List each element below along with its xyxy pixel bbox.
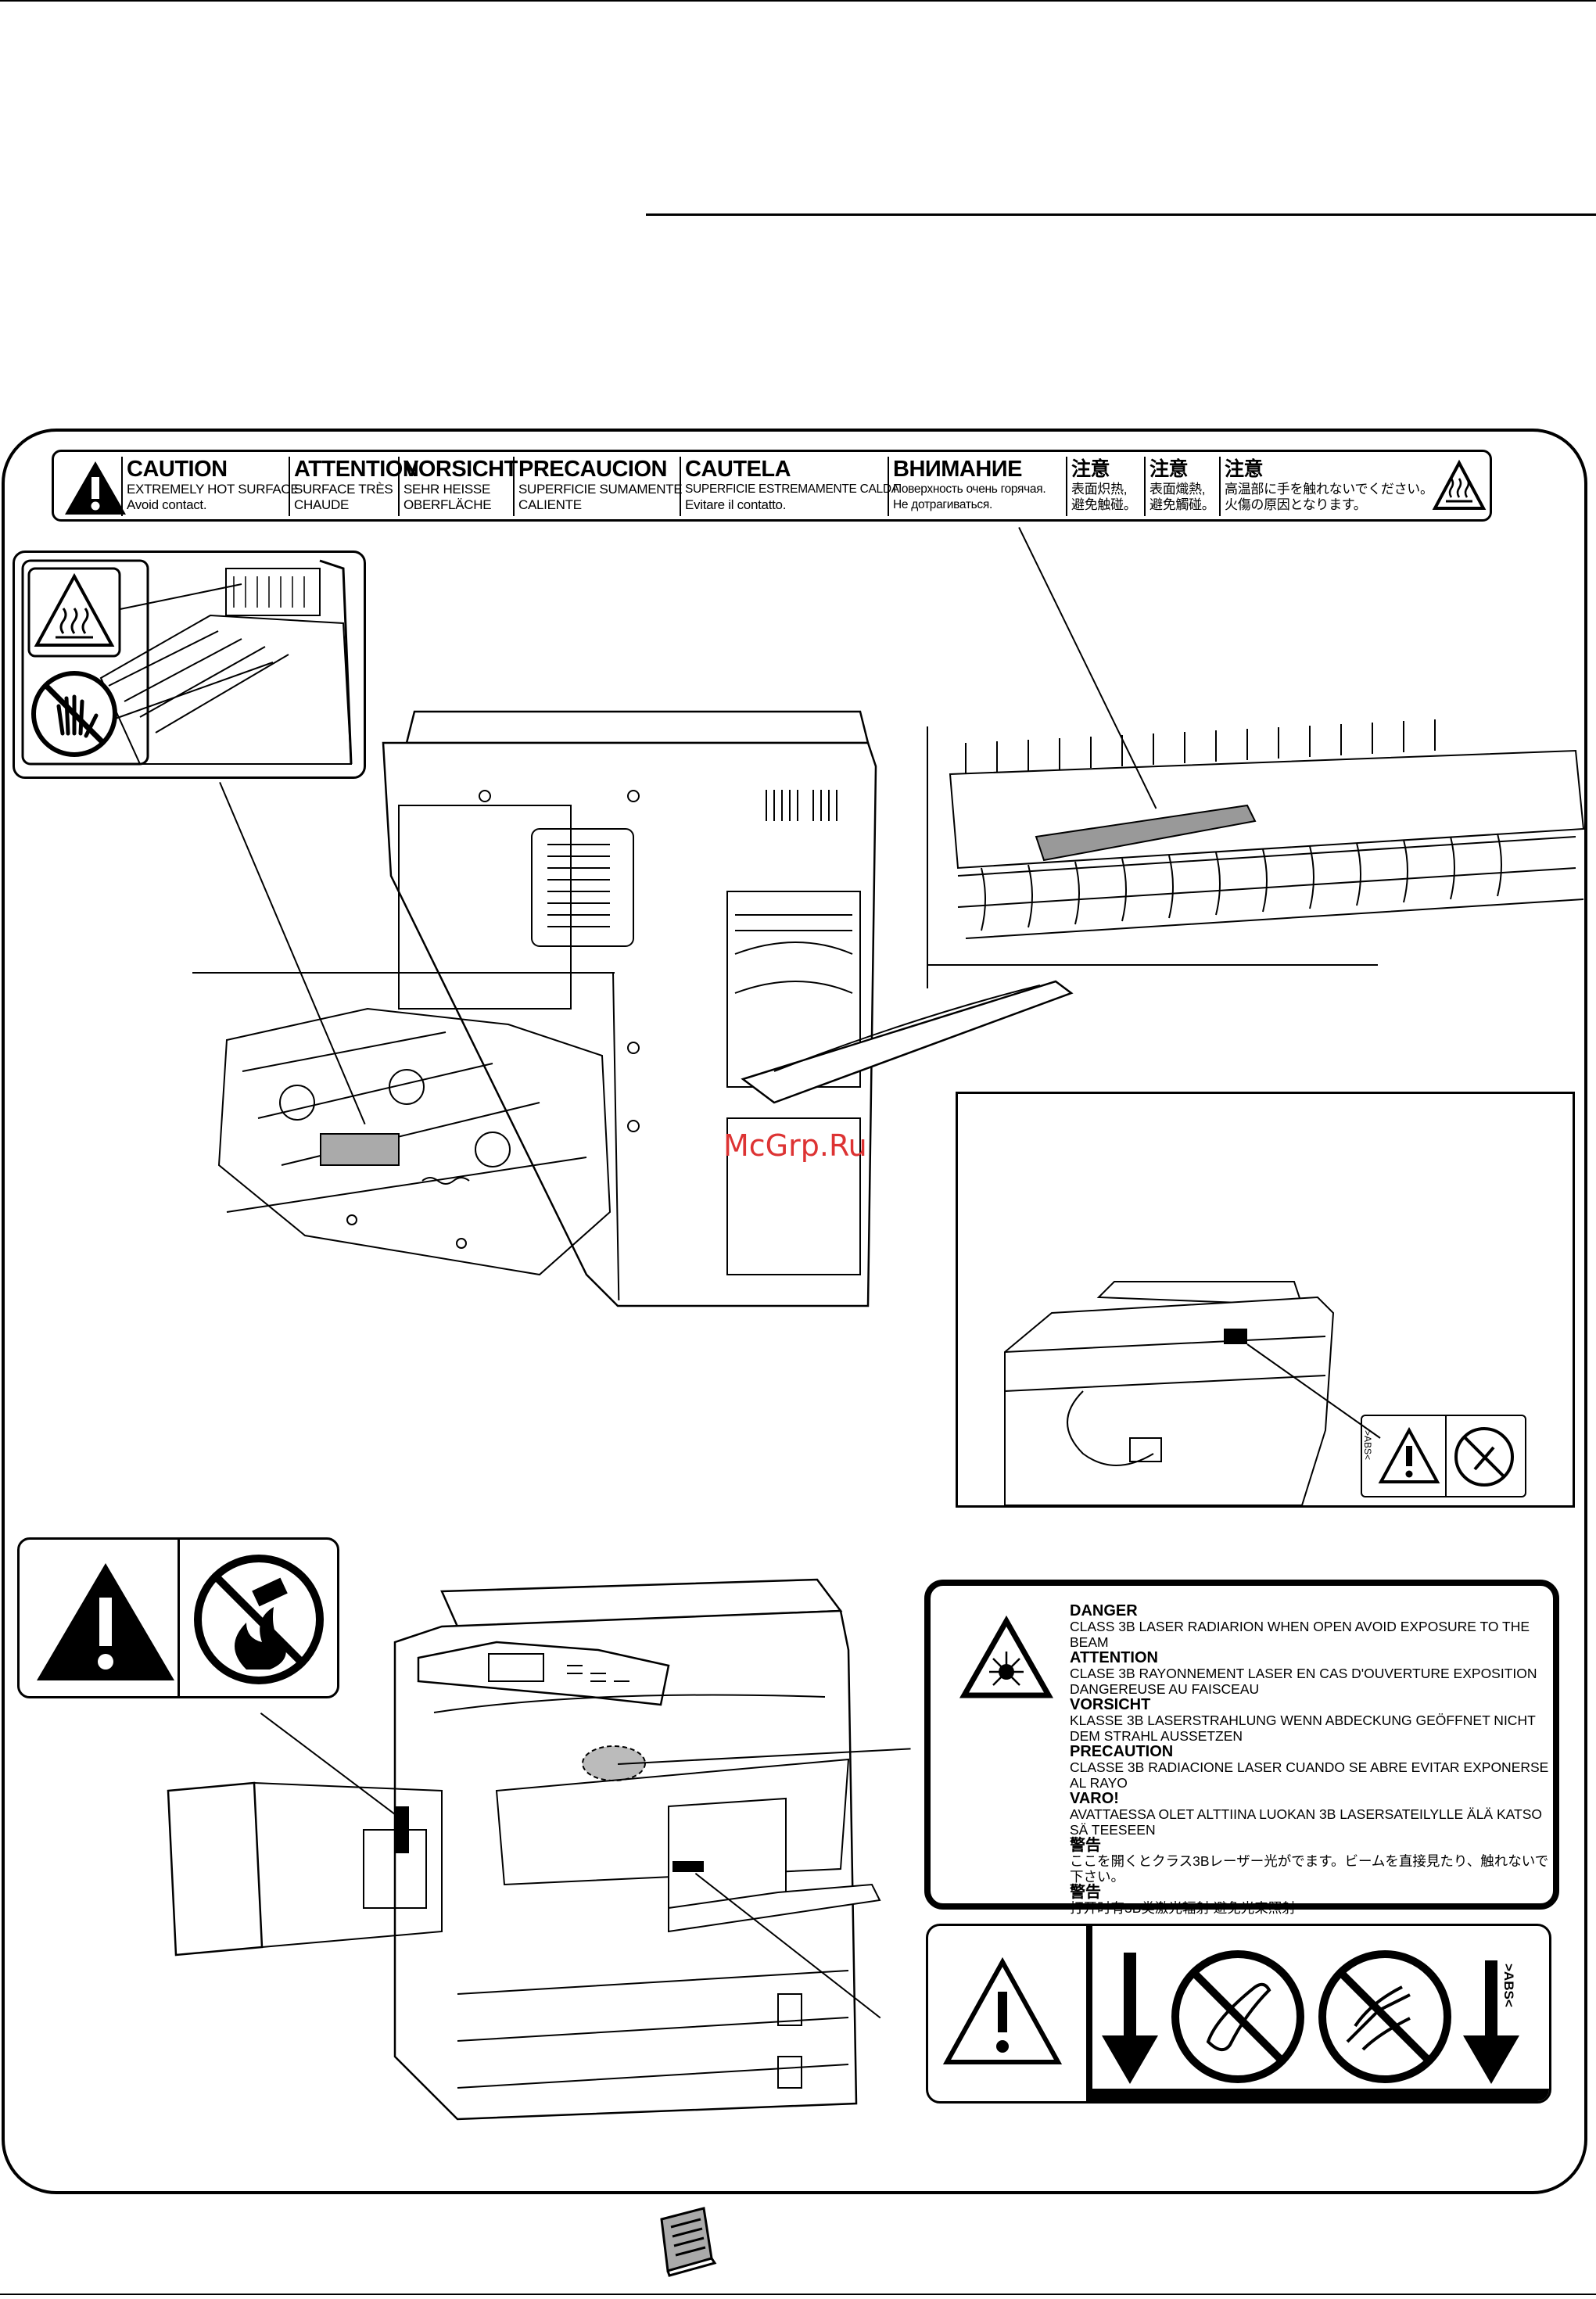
hot-surface-icon (1432, 459, 1487, 510)
divider (1445, 1416, 1447, 1496)
watermark: McGrp.Ru (723, 1128, 867, 1163)
inset-left-edge (927, 726, 928, 988)
no-fire-label (17, 1537, 339, 1698)
warning-icon (37, 1563, 174, 1680)
bottom-rule (0, 2294, 1596, 2295)
abs-mark: >ABS< (1501, 1964, 1516, 2007)
no-touch-icon (1454, 1427, 1514, 1487)
caution-col-it: CAUTELA SUPERFICIE ESTREMAMENTE CALDA Ev… (680, 457, 899, 516)
caution-col-zh-cn: 注意 表面炽热, 避免触碰。 (1066, 457, 1144, 516)
no-hand-icon (1318, 1950, 1451, 2083)
label-bottom-bar (1086, 2089, 1549, 2101)
no-fire-icon (194, 1555, 324, 1684)
hot-surface-caution-label: CAUTION EXTREMELY HOT SURFACE Avoid cont… (52, 450, 1492, 522)
caution-col-ru: ВНИМАНИЕ Поверхность очень горячая. Не д… (888, 457, 1066, 516)
caution-col-es: PRECAUCION SUPERFICIE SUMAMENTE CALIENTE (513, 457, 683, 516)
laser-danger-label: DANGER CLASS 3B LASER RADIARION WHEN OPE… (924, 1580, 1559, 1916)
header-rule (646, 213, 1596, 216)
hot-surface-icon (27, 567, 121, 658)
warning-icon (942, 1956, 1063, 2064)
down-arrow-icon (1102, 1953, 1158, 2084)
laser-label-text: DANGER CLASS 3B LASER RADIARION WHEN OPE… (1070, 1602, 1549, 1916)
book-icon (660, 2207, 717, 2277)
printer-rear-drawing (382, 710, 1074, 1307)
down-arrow-icon (1463, 1960, 1519, 2084)
scanner-rear-drawing (1004, 1281, 1381, 1506)
divider (178, 1540, 180, 1696)
printer-front-drawing (167, 1578, 881, 2121)
inset-bottom-edge (928, 964, 1378, 966)
laser-aperture-label: >ABS< (926, 1924, 1551, 2104)
fuser-detail-drawing (217, 1007, 612, 1276)
caution-col-zh-tw: 注意 表面熾熱, 避免觸碰。 (1144, 457, 1219, 516)
warning-labels-frame (2, 429, 1587, 2194)
no-touch-icon (31, 671, 117, 757)
warning-icon (1378, 1426, 1440, 1483)
divider (1086, 1926, 1092, 2101)
laser-icon (959, 1615, 1054, 1698)
fuser-closeup-drawing (949, 719, 1585, 939)
caution-col-de: VORSICHT SEHR HEISSE OBERFLÄCHE (398, 457, 518, 516)
top-rule (0, 0, 1596, 2)
no-touch-icon (1171, 1950, 1304, 2083)
scanner-rear-panel: >ABS< (956, 1092, 1575, 1508)
caution-col-en: CAUTION EXTREMELY HOT SURFACE Avoid cont… (121, 457, 342, 516)
fuser-inset-panel (13, 551, 366, 779)
caution-col-ja: 注意 高温部に手を触れないでください。 火傷の原因となります。 (1219, 457, 1433, 516)
warning-icon (65, 461, 126, 515)
inset-top-edge (192, 972, 615, 974)
caution-col-fr: ATTENTION SURFACE TRÈS CHAUDE (289, 457, 419, 516)
aperture-sticker-small: >ABS< (1361, 1415, 1526, 1497)
